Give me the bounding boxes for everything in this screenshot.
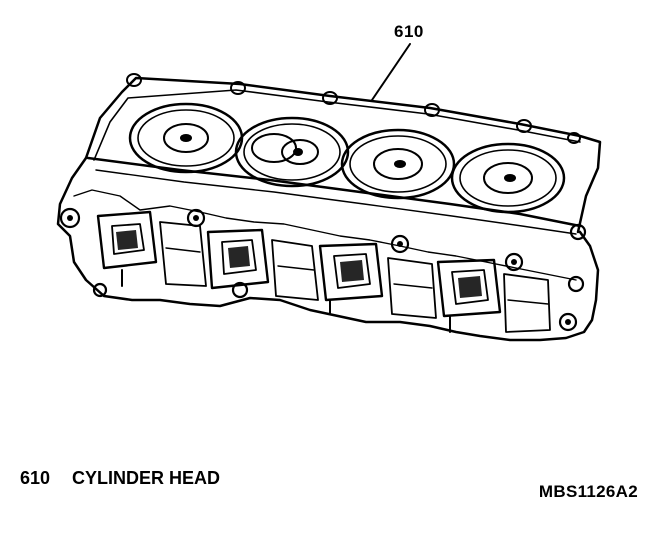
combustion-chamber-2 bbox=[234, 116, 350, 188]
combustion-chamber-3 bbox=[340, 128, 456, 200]
combustion-chamber-4 bbox=[450, 142, 566, 214]
figure-code: MBS1126A2 bbox=[538, 482, 638, 501]
flange-studs bbox=[121, 269, 451, 333]
cylinder-head-illustration bbox=[56, 43, 602, 342]
head-side-face bbox=[56, 156, 600, 342]
port-4 bbox=[436, 258, 502, 318]
side-bolt-holes bbox=[59, 207, 587, 332]
callout-leader-line bbox=[371, 43, 411, 101]
port-3 bbox=[318, 242, 384, 302]
port-1 bbox=[96, 210, 158, 270]
head-top-deck bbox=[84, 76, 602, 235]
legend-item-number: 610 bbox=[20, 468, 51, 488]
legend-item: 610 CYLINDER HEAD bbox=[20, 468, 220, 489]
combustion-chamber-1 bbox=[128, 102, 244, 174]
port-recesses bbox=[159, 221, 551, 333]
port-2 bbox=[206, 228, 270, 290]
head-bolt-bosses bbox=[126, 73, 581, 144]
legend-item-label: CYLINDER HEAD bbox=[72, 468, 221, 488]
callout-number-610: 610 bbox=[394, 22, 424, 41]
